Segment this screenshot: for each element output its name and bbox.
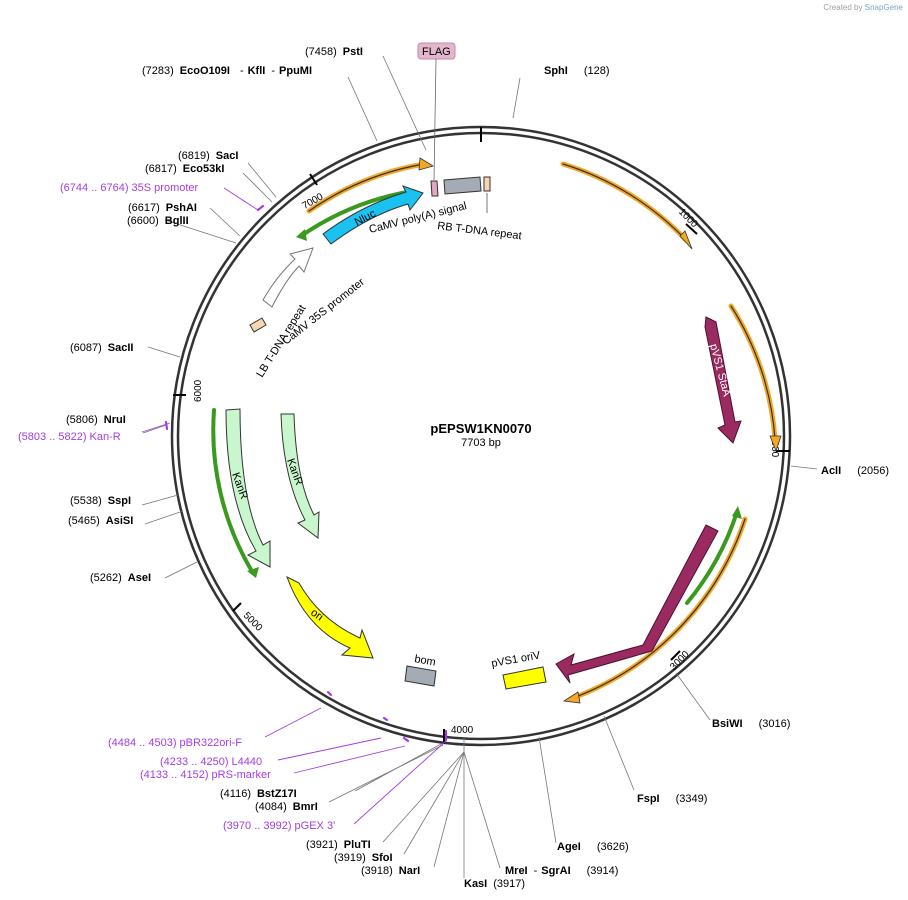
site-eco53ki: (6817)Eco53kI: [145, 163, 224, 175]
orf-arc-3: [570, 516, 748, 701]
site-saci: (6819)SacI: [178, 150, 238, 162]
site-psti: (7458)PstI: [305, 46, 363, 58]
snapgene-logo: SnapGene: [864, 3, 903, 12]
primer-35s-promoter: (6744 .. 6764) 35S promoter: [60, 182, 199, 194]
site-acli: AclI(2056): [821, 465, 889, 477]
primer-l4440: (4233 .. 4250) L4440: [160, 756, 262, 768]
tick-label-3000: 3000: [668, 649, 692, 673]
site-nrui: (5806)NruI: [66, 414, 126, 426]
site-agei: AgeI(3626): [557, 841, 629, 853]
feature-flag[interactable]: [430, 180, 439, 197]
site-sacii: (6087)SacII: [70, 342, 133, 354]
primer-pbr322ori-f: (4484 .. 4503) pBR322ori-F: [108, 737, 242, 749]
snapgene-credit: Created by SnapGene: [823, 3, 903, 12]
site-pluti: (3921)PluTI: [306, 839, 371, 851]
site-bstz17i: (4116)BstZ17I: [220, 788, 297, 800]
orf-arc-2: [728, 303, 778, 442]
plasmid-name: pEPSW1KN0070: [430, 421, 531, 436]
site-bmri: (4084)BmrI: [255, 801, 318, 813]
label-ori: ori: [308, 607, 325, 624]
orf-arc-green-3: [211, 408, 255, 575]
site-sfoi: (3919)SfoI: [334, 852, 393, 864]
feature-kanr-1[interactable]: [225, 408, 271, 568]
label-pvs1-oriv: pVS1 oriV: [490, 649, 542, 670]
site-nari: (3918)NarI: [361, 865, 420, 877]
feature-ori[interactable]: [286, 575, 374, 659]
orf-arc-green-1: [685, 510, 739, 605]
site-asei: (5262)AseI: [90, 572, 151, 584]
feature-camv-35s-promoter[interactable]: [262, 247, 314, 308]
feature-nluc[interactable]: [322, 185, 424, 245]
primer-pgex-3: (3970 .. 3992) pGEX 3': [223, 820, 335, 832]
site-bsiwi: BsiWI(3016): [712, 718, 790, 730]
feature-bom[interactable]: [404, 665, 437, 687]
tick-5000: [232, 602, 242, 612]
flag-badge[interactable]: [417, 42, 456, 60]
label-bom: bom: [413, 653, 436, 669]
label-kanr-2: KanR: [284, 457, 305, 487]
site-mrei: MreI-SgrAI(3914): [505, 865, 618, 877]
site-sphi: SphI(128): [544, 65, 610, 77]
plasmid-length: 7703 bp: [461, 437, 501, 449]
site-fspi: FspI(3349): [637, 793, 707, 805]
tick-7000: [309, 173, 318, 186]
feature-pvs1-repa[interactable]: [555, 524, 719, 684]
label-lb-tdna-repeat: LB T-DNA repeat: [254, 303, 308, 380]
orf-arc-1: [560, 161, 689, 243]
site-sspi: (5538)SspI: [70, 495, 131, 507]
tick-label-4000: 4000: [451, 725, 474, 736]
feature-rb-tdna-repeat[interactable]: [483, 176, 491, 192]
label-rb-tdna-repeat: RB T-DNA repeat: [437, 220, 523, 242]
label-pvs1-staa: pVS1 StaA: [707, 343, 733, 399]
feature-pvs1-staa[interactable]: [704, 316, 742, 444]
label-flag: FLAG: [422, 46, 451, 58]
feature-kanr-2[interactable]: [280, 413, 320, 539]
site-ecoo109i: (7283)EcoO109I-KflI-PpuMI: [142, 65, 312, 77]
primer-kan-r: (5803 .. 5822) Kan-R: [18, 431, 121, 443]
feature-camv-polya[interactable]: [443, 176, 482, 195]
site-pshai: (6617)PshAI: [128, 202, 197, 214]
feature-lb-tdna-repeat[interactable]: [249, 317, 267, 333]
tick-1000: [685, 223, 698, 235]
site-kasi: KasI(3917): [464, 878, 525, 890]
tick-label-5000: 5000: [241, 610, 265, 634]
site-asisi: (5465)AsiSI: [68, 515, 133, 527]
tick-label-6000: 6000: [193, 379, 204, 402]
site-bglii: (6600)BglII: [127, 215, 189, 227]
tick-3000: [670, 650, 681, 661]
feature-pvs1-oriv[interactable]: [502, 666, 547, 690]
primer-prs-marker: (4133 .. 4152) pRS-marker: [140, 769, 271, 781]
